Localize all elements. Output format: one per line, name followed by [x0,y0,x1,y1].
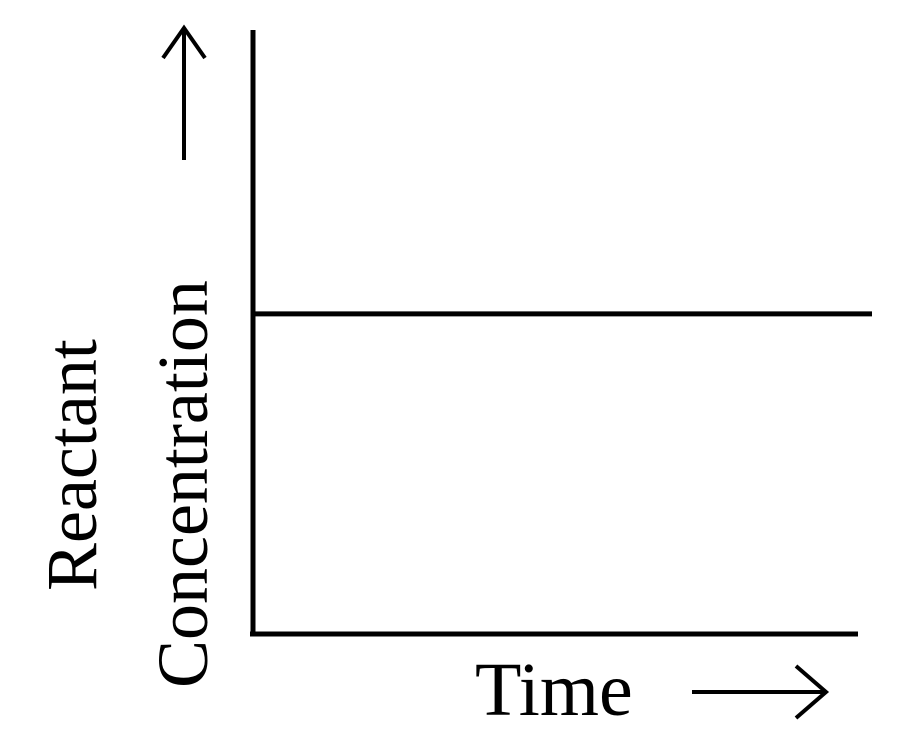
y-axis-label: Reactant Concentration [32,280,223,688]
y-axis-label-line-2: Concentration [143,280,223,688]
x-axis-label: Time [475,648,633,732]
y-axis-arrow-icon [161,24,207,160]
x-axis-arrow-icon [692,664,830,720]
y-axis-label-line-1: Reactant [32,339,112,591]
